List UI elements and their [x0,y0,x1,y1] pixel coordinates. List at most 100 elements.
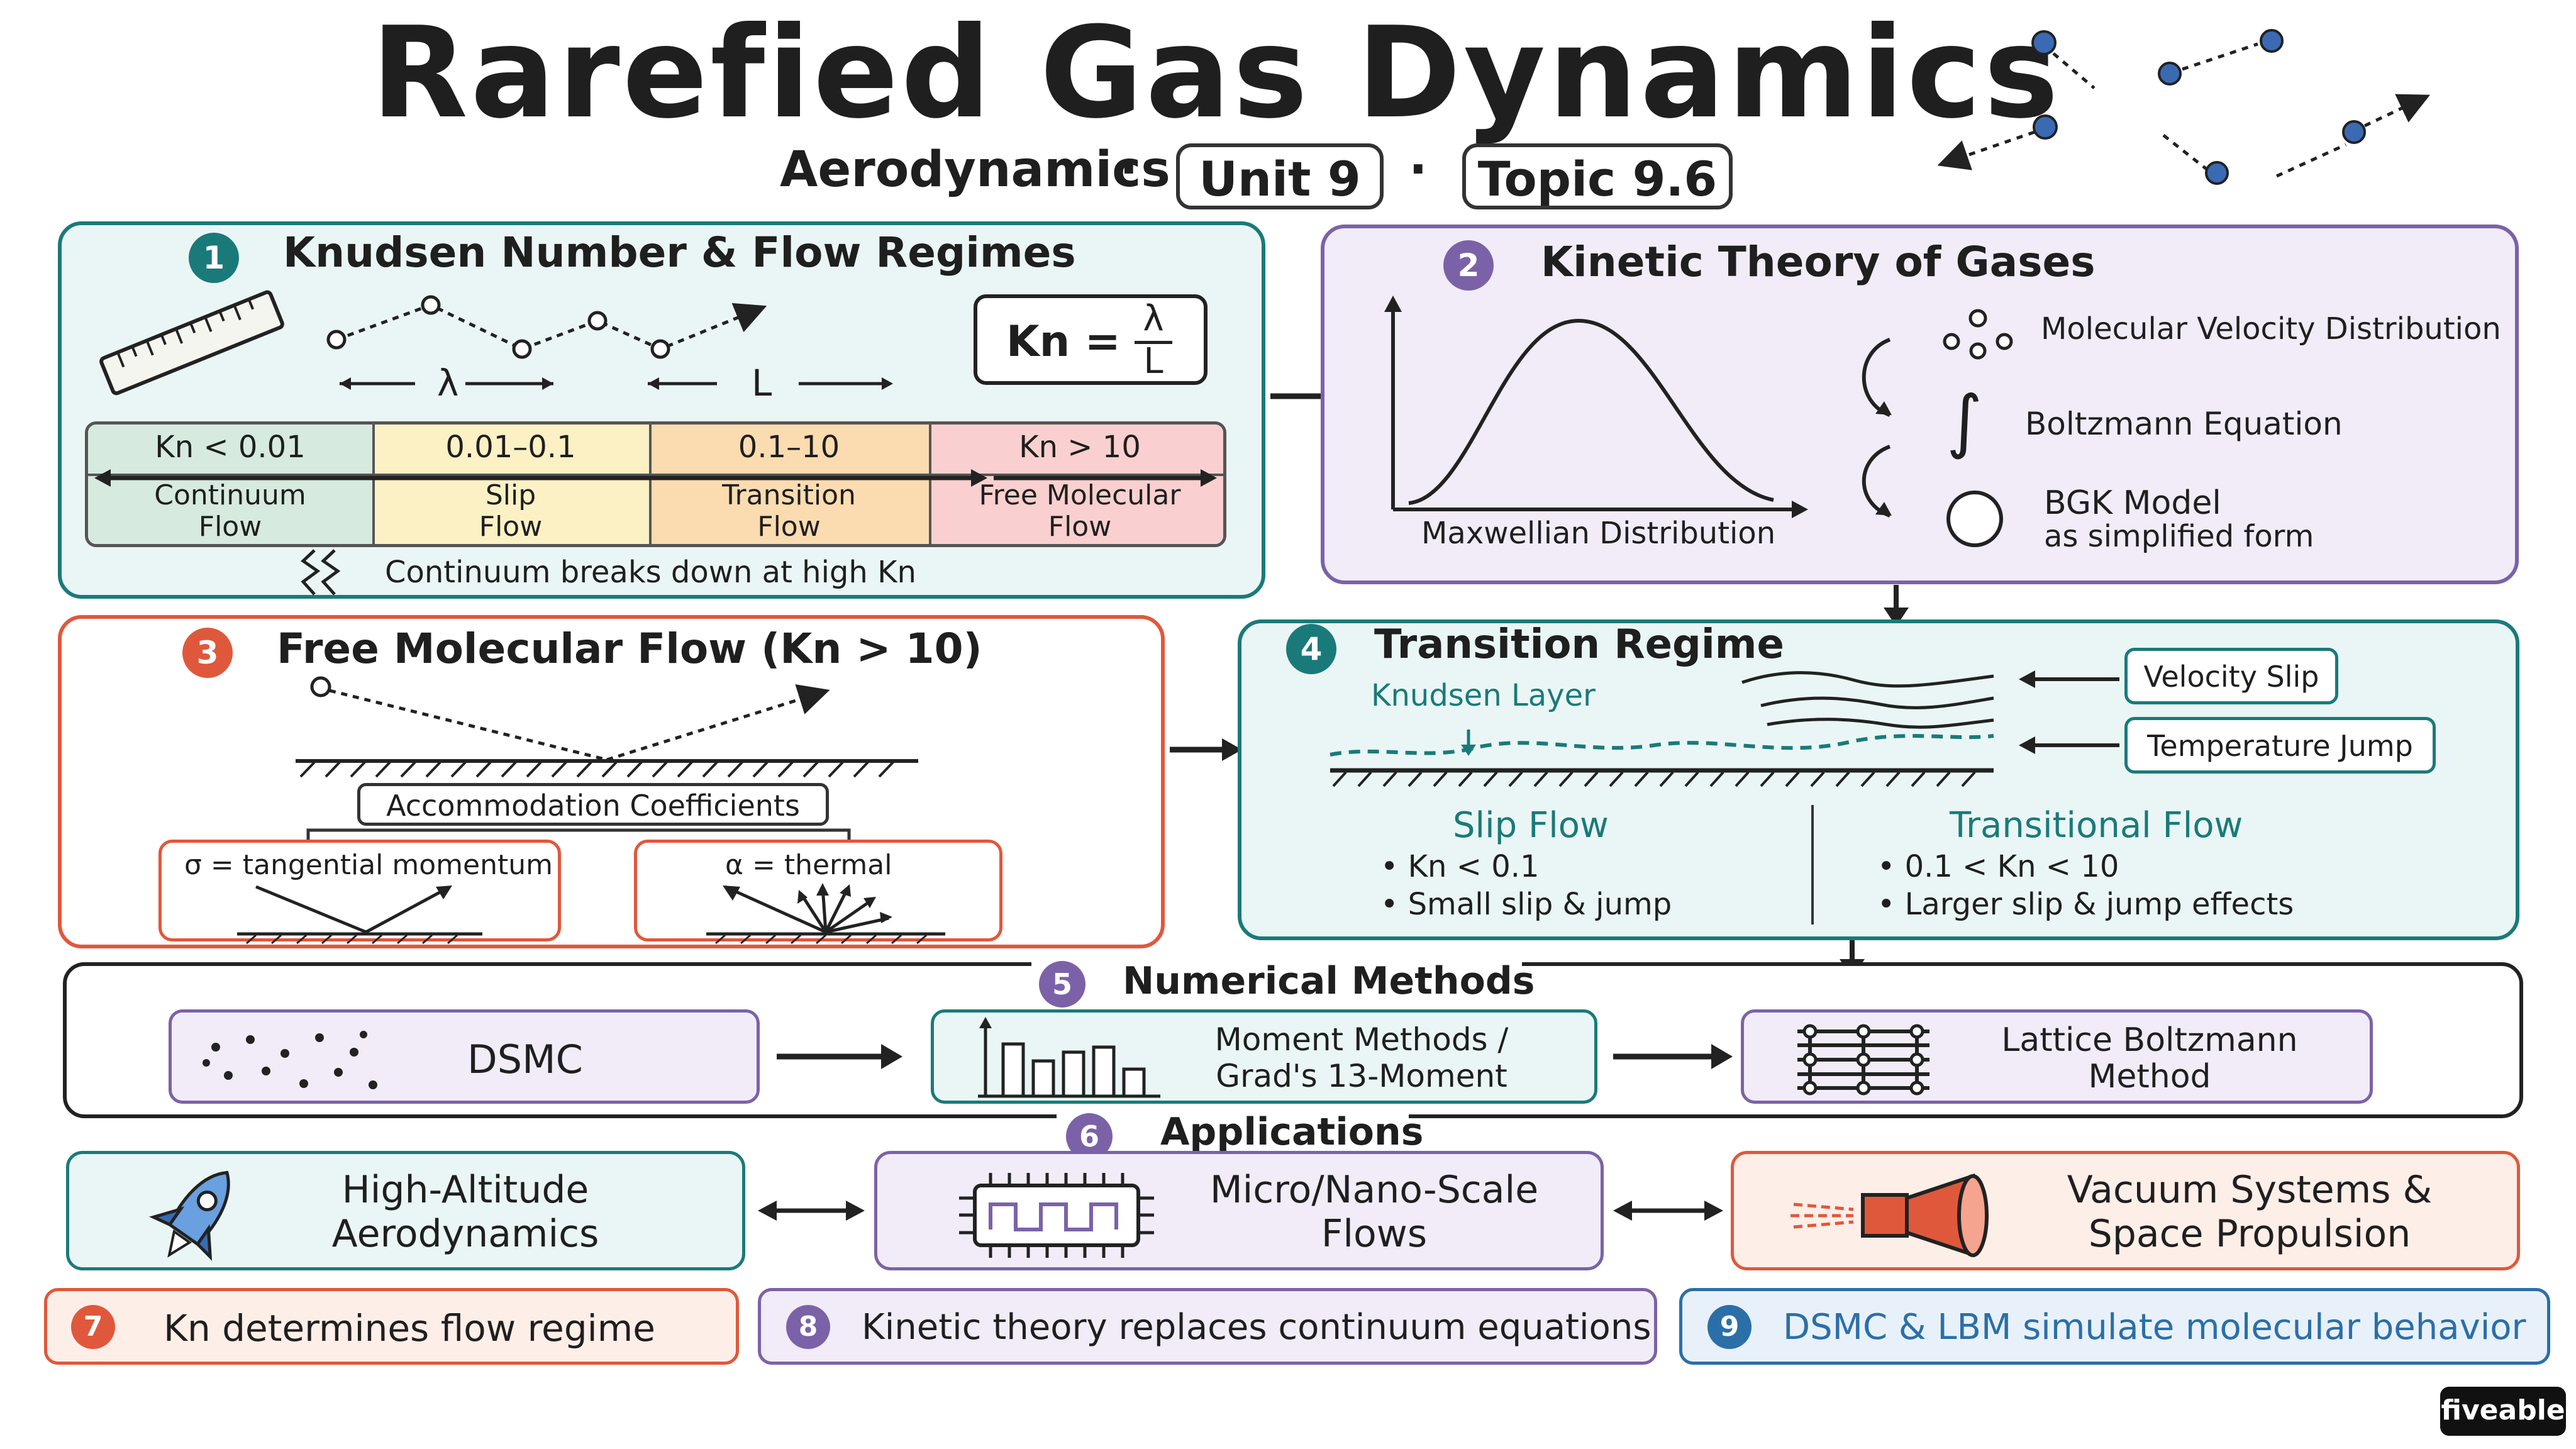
takeaway-9-text: DSMC & LBM simulate molecular behavior [1783,1307,2526,1348]
moment-methods-label-2: Grad's 13-Moment [1216,1058,1507,1094]
moment-methods-box: Moment Methods / Grad's 13-Moment [931,1009,1597,1104]
thermal-accommodation-box: α = thermal [634,840,1002,945]
tangential-momentum-box: σ = tangential momentum [158,840,561,945]
temperature-jump-box: Temperature Jump [2124,717,2436,774]
tangential-reflection-icon [237,885,482,945]
section-5-title-backdrop [1031,953,1522,991]
formula-numerator: λ [1143,298,1164,339]
section-1-title: Knudsen Number & Flow Regimes [283,228,1076,277]
section-6-title: Applications [1160,1110,1424,1154]
micro-nano-app-box: Micro/Nano-Scale Flows [874,1151,1604,1270]
section-5-number-badge: 5 [1039,961,1085,1008]
high-altitude-app-box: High-Altitude Aerodynamics [66,1151,745,1270]
accommodation-coefficients-box: Accommodation Coefficients [357,783,829,826]
topic-badge: Topic 9.6 [1462,143,1733,209]
regime-cell-free-molecular [929,425,1223,544]
length-arrow-right [799,377,893,390]
section-1-number-badge: 1 [189,233,239,283]
length-label: L [752,362,772,404]
arrow-app1-app2 [758,1201,865,1221]
velocity-slip-pointer-arrow [2019,670,2119,688]
diffuse-reflection-icon [706,883,945,945]
arrow-s2-to-s4 [1884,585,1909,626]
temperature-jump-pointer-arrow [2019,736,2119,754]
velocity-distribution-label: Molecular Velocity Distribution [2041,311,2501,347]
vacuum-propulsion-app-box: Vacuum Systems & Space Propulsion [1731,1151,2520,1270]
particles-icon [203,1031,377,1089]
microchip-icon [959,1173,1154,1258]
unit-badge: Unit 9 [1176,143,1384,209]
alpha-label: α = thermal [725,849,892,881]
moment-histogram-icon [978,1017,1160,1098]
section-2-number-badge: 2 [1443,240,1494,291]
vacuum-propulsion-label-2: Space Propulsion [2088,1212,2411,1256]
takeaway-9-number-badge: 9 [1707,1305,1752,1349]
integral-icon: ∫ [1946,380,1983,461]
takeaway-kn-regime: 7 Kn determines flow regime [44,1288,739,1365]
slip-flow-bullet-1: • Kn < 0.1 [1380,849,1540,884]
micro-nano-label-1: Micro/Nano-Scale [1209,1168,1539,1212]
regime-cell-continuum [88,425,372,544]
transitional-flow-bullet-1: • 0.1 < Kn < 10 [1877,849,2119,884]
regime-name-transition: Transition Flow [722,479,856,543]
regime-spectrum-arrow [94,469,1217,487]
mean-free-path-zigzag-icon [326,295,887,390]
maxwellian-distribution-label: Maxwellian Distribution [1421,516,1776,551]
regime-cell-slip [372,425,652,544]
lattice-grid-icon [1797,1024,1929,1096]
regime-range-free-molecular: Kn > 10 [1019,430,1141,465]
sigma-label: σ = tangential momentum [184,849,553,881]
section-3-title: Free Molecular Flow (Kn > 10) [277,625,982,673]
kinetic-flow-arrows [1862,338,1892,518]
section-3-number-badge: 3 [182,628,233,678]
takeaway-7-number-badge: 7 [71,1305,115,1349]
topic-label: Topic 9.6 [1477,151,1718,207]
formula-denominator: L [1143,341,1163,382]
regime-range-transition: 0.1–10 [738,430,840,465]
section-2-title: Kinetic Theory of Gases [1541,238,2096,286]
coefficient-bracket [306,828,851,848]
lattice-boltzmann-label-1: Lattice Boltzmann [2001,1021,2298,1059]
takeaway-dsmc-lbm: 9 DSMC & LBM simulate molecular behavior [1679,1288,2550,1365]
unit-label: Unit 9 [1199,151,1361,207]
slip-flow-bullet-2: • Small slip & jump [1380,887,1672,922]
bgk-model-label: BGK Model [2044,484,2221,522]
lattice-boltzmann-label-2: Method [2088,1058,2211,1096]
regime-table-divider [88,474,1223,476]
subtitle-separator-1: · [1119,142,1138,198]
lattice-boltzmann-box: Lattice Boltzmann Method [1741,1009,2373,1104]
takeaway-kinetic-theory: 8 Kinetic theory replaces continuum equa… [758,1288,1657,1365]
high-altitude-label-2: Aerodynamics [331,1212,599,1256]
regime-range-continuum: Kn < 0.01 [155,430,306,465]
dsmc-label: DSMC [467,1036,583,1082]
regime-range-slip: 0.01–0.1 [445,430,576,465]
section-6-title-backdrop [1057,1104,1409,1148]
regime-name-free-molecular: Free Molecular Flow [979,479,1181,543]
micro-nano-label-2: Flows [1321,1212,1428,1256]
subtitle-separator-2: · [1409,142,1428,198]
regime-cell-transition [649,425,931,544]
section-kinetic-theory [1321,225,2519,584]
temperature-jump-label: Temperature Jump [2147,729,2413,763]
page-title: Rarefied Gas Dynamics [371,0,2062,147]
rocket-icon [149,1170,230,1261]
subject-label: Aerodynamics [780,142,1170,198]
molecule-motion-icon [1937,29,2431,185]
maxwellian-curve-chart [1384,296,1808,518]
transitional-flow-bullet-2: • Larger slip & jump effects [1877,887,2294,922]
vacuum-propulsion-label-1: Vacuum Systems & [2067,1168,2433,1212]
transition-columns-divider [1811,805,1814,924]
bgk-model-sublabel: as simplified form [2044,519,2314,554]
breakdown-icon [301,549,341,596]
arrow-app2-app3 [1613,1201,1723,1221]
dsmc-method-box: DSMC [169,1009,760,1104]
knudsen-formula-box: Kn = λ L [974,294,1208,385]
arrow-s3-to-s4 [1170,738,1242,761]
slip-flow-title: Slip Flow [1453,805,1609,846]
molecules-icon [1943,309,2013,360]
flow-regime-table: Kn < 0.01 0.01–0.1 0.1–10 Kn > 10 Contin… [85,421,1226,547]
velocity-slip-label: Velocity Slip [2143,660,2319,694]
lambda-label: λ [437,362,459,404]
regime-name-continuum: Continuum Flow [154,479,306,543]
ruler-icon [99,290,284,396]
